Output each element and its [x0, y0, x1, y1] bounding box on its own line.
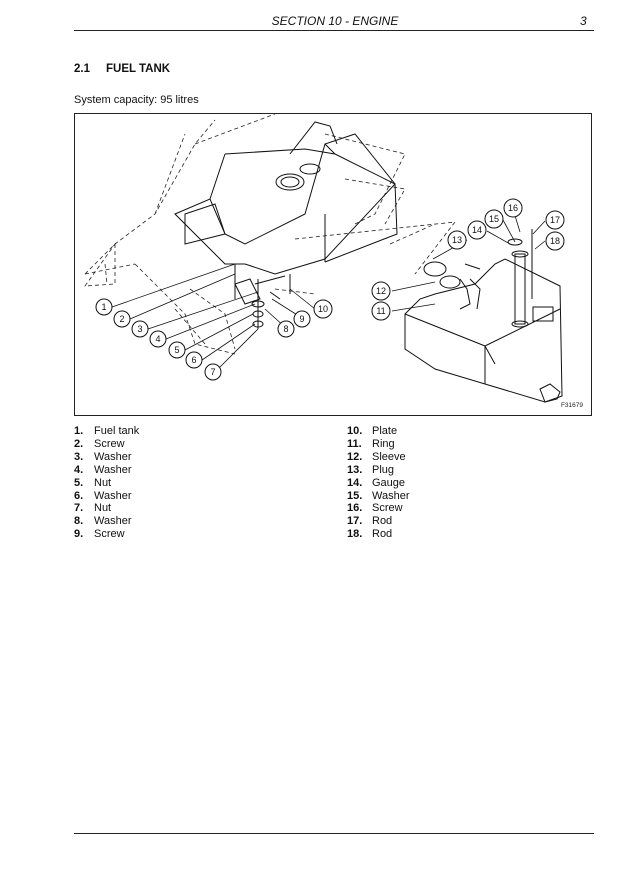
parts-list-item: 6.Washer	[74, 489, 132, 502]
header-rule	[74, 30, 594, 31]
parts-list-item: 9.Screw	[74, 528, 125, 541]
callout-15: 15	[484, 209, 504, 229]
header-section-title: SECTION 10 - ENGINE	[271, 14, 399, 28]
callout-4: 4	[149, 330, 167, 348]
parts-list-item: 4.Washer	[74, 463, 132, 476]
fastener-stack	[234, 264, 291, 329]
callout-2: 2	[113, 310, 131, 328]
svg-text:16: 16	[508, 203, 518, 213]
parts-list-item: 10.Plate	[347, 425, 398, 437]
svg-text:13: 13	[452, 235, 462, 245]
section-number: 2.1	[74, 63, 90, 75]
section-title: FUEL TANK	[106, 63, 171, 75]
svg-text:11: 11	[376, 306, 385, 316]
parts-list-item: 14.Gauge	[347, 476, 406, 489]
svg-text:12: 12	[376, 286, 386, 296]
callout-13: 13	[447, 230, 467, 250]
svg-text:4: 4	[155, 334, 160, 344]
system-capacity-text: System capacity: 95 litres	[74, 94, 199, 106]
parts-list-item: 16.Screw	[347, 502, 403, 515]
parts-list-item: 7.Nut	[74, 502, 112, 515]
parts-list-right: 10.Plate 11.Ring 12.Sleeve 13.Plug 14.Ga…	[347, 425, 410, 541]
svg-text:1: 1	[101, 302, 106, 312]
svg-text:9: 9	[299, 314, 304, 324]
parts-list-left: 1.Fuel tank 2.Screw 3.Washer 4.Washer 5.…	[74, 425, 139, 541]
svg-text:14: 14	[472, 225, 482, 235]
callout-9: 9	[293, 310, 311, 328]
fuel-tank-drawing: 1 2 3 4 5 6 7 8 9 10 11 12 13 14 15 16 1…	[84, 114, 565, 403]
svg-text:10: 10	[318, 304, 328, 314]
parts-list-item: 15.Washer	[347, 489, 410, 502]
svg-text:18: 18	[550, 236, 560, 246]
chassis-frame	[84, 114, 406, 355]
callout-leaders	[111, 208, 546, 373]
svg-text:17: 17	[550, 215, 560, 225]
parts-list-item: 18.Rod	[347, 528, 393, 541]
svg-text:2: 2	[119, 314, 124, 324]
parts-list-item: 17.Rod	[347, 515, 393, 528]
svg-text:6: 6	[191, 355, 196, 365]
callout-10: 10	[313, 299, 333, 319]
figure-code: F31679	[560, 402, 583, 409]
footer-rule	[74, 833, 594, 834]
callout-12: 12	[371, 281, 391, 301]
callout-7: 7	[204, 363, 222, 381]
callout-16: 16	[503, 198, 523, 218]
svg-text:15: 15	[489, 214, 499, 224]
fuel-tank-body	[174, 121, 398, 305]
callout-18: 18	[545, 231, 565, 251]
parts-list-item: 12.Sleeve	[347, 450, 406, 463]
callout-5: 5	[168, 341, 186, 359]
parts-list-item: 13.Plug	[347, 463, 395, 476]
parts-list-item: 2.Screw	[74, 437, 125, 450]
parts-list-item: 11.Ring	[347, 437, 395, 450]
callout-3: 3	[131, 320, 149, 338]
callout-14: 14	[467, 220, 487, 240]
callout-17: 17	[545, 210, 565, 230]
callout-1: 1	[95, 298, 113, 316]
parts-list-item: 1.Fuel tank	[74, 425, 140, 437]
svg-text:3: 3	[137, 324, 142, 334]
parts-list-item: 3.Washer	[74, 450, 132, 463]
callout-8: 8	[277, 320, 295, 338]
page-number: 3	[580, 14, 587, 28]
callout-11: 11	[371, 301, 391, 321]
svg-text:5: 5	[174, 345, 179, 355]
fuel-tank-diagram: 1 2 3 4 5 6 7 8 9 10 11 12 13 14 15 16 1…	[74, 113, 592, 416]
parts-list-item: 8.Washer	[74, 515, 132, 528]
fuel-tank-detail	[404, 229, 563, 403]
parts-list-item: 5.Nut	[74, 476, 112, 489]
svg-text:8: 8	[283, 324, 288, 334]
svg-text:7: 7	[210, 367, 215, 377]
callout-6: 6	[185, 351, 203, 369]
